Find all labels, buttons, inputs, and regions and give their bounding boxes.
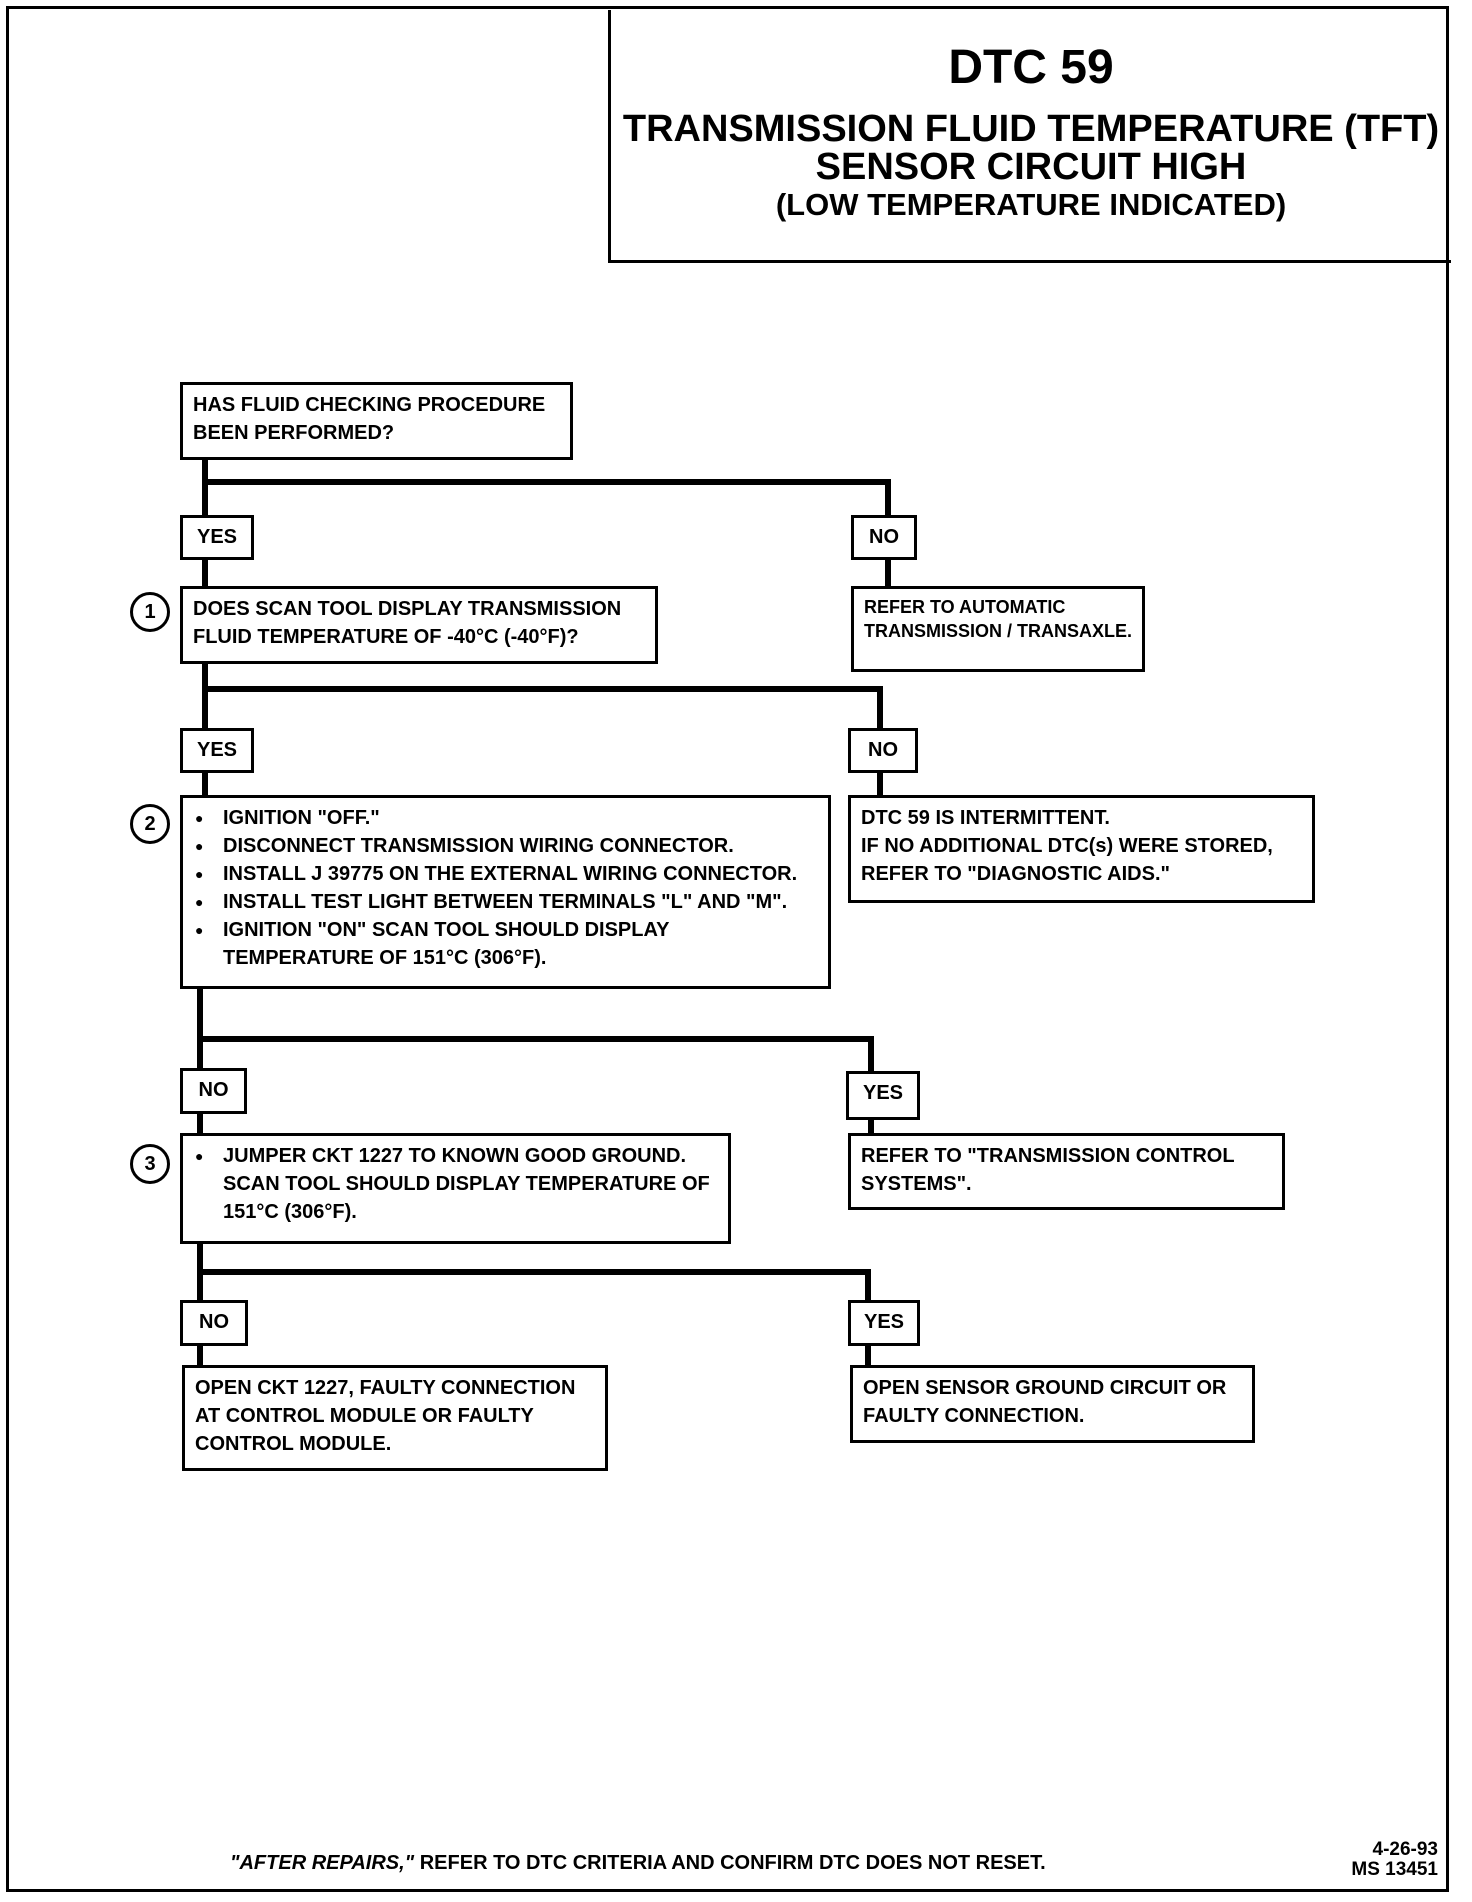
step-1-marker: 1 <box>130 592 170 632</box>
result-open-sensor-text: OPEN SENSOR GROUND CIRCUIT OR FAULTY CON… <box>863 1377 1227 1427</box>
result-refer-tcs-text: REFER TO "TRANSMISSION CONTROL SYSTEMS". <box>861 1145 1235 1195</box>
step-3-marker: 3 <box>130 1144 170 1184</box>
doc-number: MS 13451 <box>1351 1859 1438 1880</box>
connector-step3-yes <box>197 1269 871 1306</box>
connector-step2-yes <box>197 1036 874 1074</box>
step-2-marker: 2 <box>130 804 170 844</box>
start-question: HAS FLUID CHECKING PROCEDURE BEEN PERFOR… <box>180 382 573 460</box>
result-intermittent-line-2: IF NO ADDITIONAL DTC(s) WERE STORED, <box>861 835 1273 857</box>
start-question-text: HAS FLUID CHECKING PROCEDURE BEEN PERFOR… <box>193 394 546 444</box>
result-open-ckt-text: OPEN CKT 1227, FAULTY CONNECTION AT CONT… <box>195 1377 576 1455</box>
footer-text: REFER TO DTC CRITERIA AND CONFIRM DTC DO… <box>414 1852 1046 1874</box>
step-2-bullet-4: INSTALL TEST LIGHT BETWEEN TERMINALS "L"… <box>195 888 818 916</box>
step-2-bullet-2: DISCONNECT TRANSMISSION WIRING CONNECTOR… <box>195 832 818 860</box>
result-open-sensor: OPEN SENSOR GROUND CIRCUIT OR FAULTY CON… <box>850 1365 1255 1443</box>
connector-start-no <box>202 479 891 518</box>
result-open-ckt: OPEN CKT 1227, FAULTY CONNECTION AT CONT… <box>182 1365 608 1471</box>
result-intermittent-line-3: REFER TO "DIAGNOSTIC AIDS." <box>861 863 1170 885</box>
result-refer-automatic-text: REFER TO AUTOMATIC TRANSMISSION / TRANSA… <box>864 597 1133 641</box>
footer-italic: "AFTER REPAIRS," <box>230 1852 415 1874</box>
no-label-2: NO <box>848 728 918 773</box>
title-line-3: (LOW TEMPERATURE INDICATED) <box>775 187 1287 222</box>
no-label-4: NO <box>180 1300 248 1346</box>
step-2-bullet-3: INSTALL J 39775 ON THE EXTERNAL WIRING C… <box>195 860 818 888</box>
step-3-bullet-1: JUMPER CKT 1227 TO KNOWN GOOD GROUND. SC… <box>195 1142 718 1226</box>
step-2-bullet-1: IGNITION "OFF." <box>195 804 818 832</box>
no-label-1: NO <box>851 515 917 560</box>
step-3-procedure: JUMPER CKT 1227 TO KNOWN GOOD GROUND. SC… <box>180 1133 731 1244</box>
no-label-3: NO <box>180 1068 247 1114</box>
step-1-text: DOES SCAN TOOL DISPLAY TRANSMISSION FLUI… <box>193 598 622 648</box>
title-block: DTC 59 TRANSMISSION FLUID TEMPERATURE (T… <box>608 10 1451 263</box>
page-frame <box>6 6 1449 1892</box>
yes-label-4: YES <box>848 1300 920 1346</box>
connector-step1-no <box>202 686 883 734</box>
title-line-1: TRANSMISSION FLUID TEMPERATURE (TFT) <box>622 108 1440 150</box>
step-1-question: DOES SCAN TOOL DISPLAY TRANSMISSION FLUI… <box>180 586 658 664</box>
yes-label-1: YES <box>180 515 254 560</box>
title-line-2: SENSOR CIRCUIT HIGH <box>815 146 1247 188</box>
doc-date: 4-26-93 <box>1372 1839 1439 1860</box>
result-intermittent: DTC 59 IS INTERMITTENT. IF NO ADDITIONAL… <box>848 795 1315 903</box>
step-3-bullets: JUMPER CKT 1227 TO KNOWN GOOD GROUND. SC… <box>193 1142 718 1226</box>
result-refer-tcs: REFER TO "TRANSMISSION CONTROL SYSTEMS". <box>848 1133 1285 1210</box>
step-2-bullet-5: IGNITION "ON" SCAN TOOL SHOULD DISPLAY T… <box>195 916 818 972</box>
step-2-bullets: IGNITION "OFF." DISCONNECT TRANSMISSION … <box>193 804 818 972</box>
result-intermittent-line-1: DTC 59 IS INTERMITTENT. <box>861 807 1110 829</box>
step-2-procedure: IGNITION "OFF." DISCONNECT TRANSMISSION … <box>180 795 831 989</box>
yes-label-3: YES <box>846 1071 920 1120</box>
footer-note: "AFTER REPAIRS," REFER TO DTC CRITERIA A… <box>230 1852 1046 1875</box>
dtc-code: DTC 59 <box>948 41 1114 94</box>
document-id: 4-26-93 MS 13451 <box>1351 1840 1438 1880</box>
yes-label-2: YES <box>180 728 254 773</box>
result-refer-automatic: REFER TO AUTOMATIC TRANSMISSION / TRANSA… <box>851 586 1145 672</box>
